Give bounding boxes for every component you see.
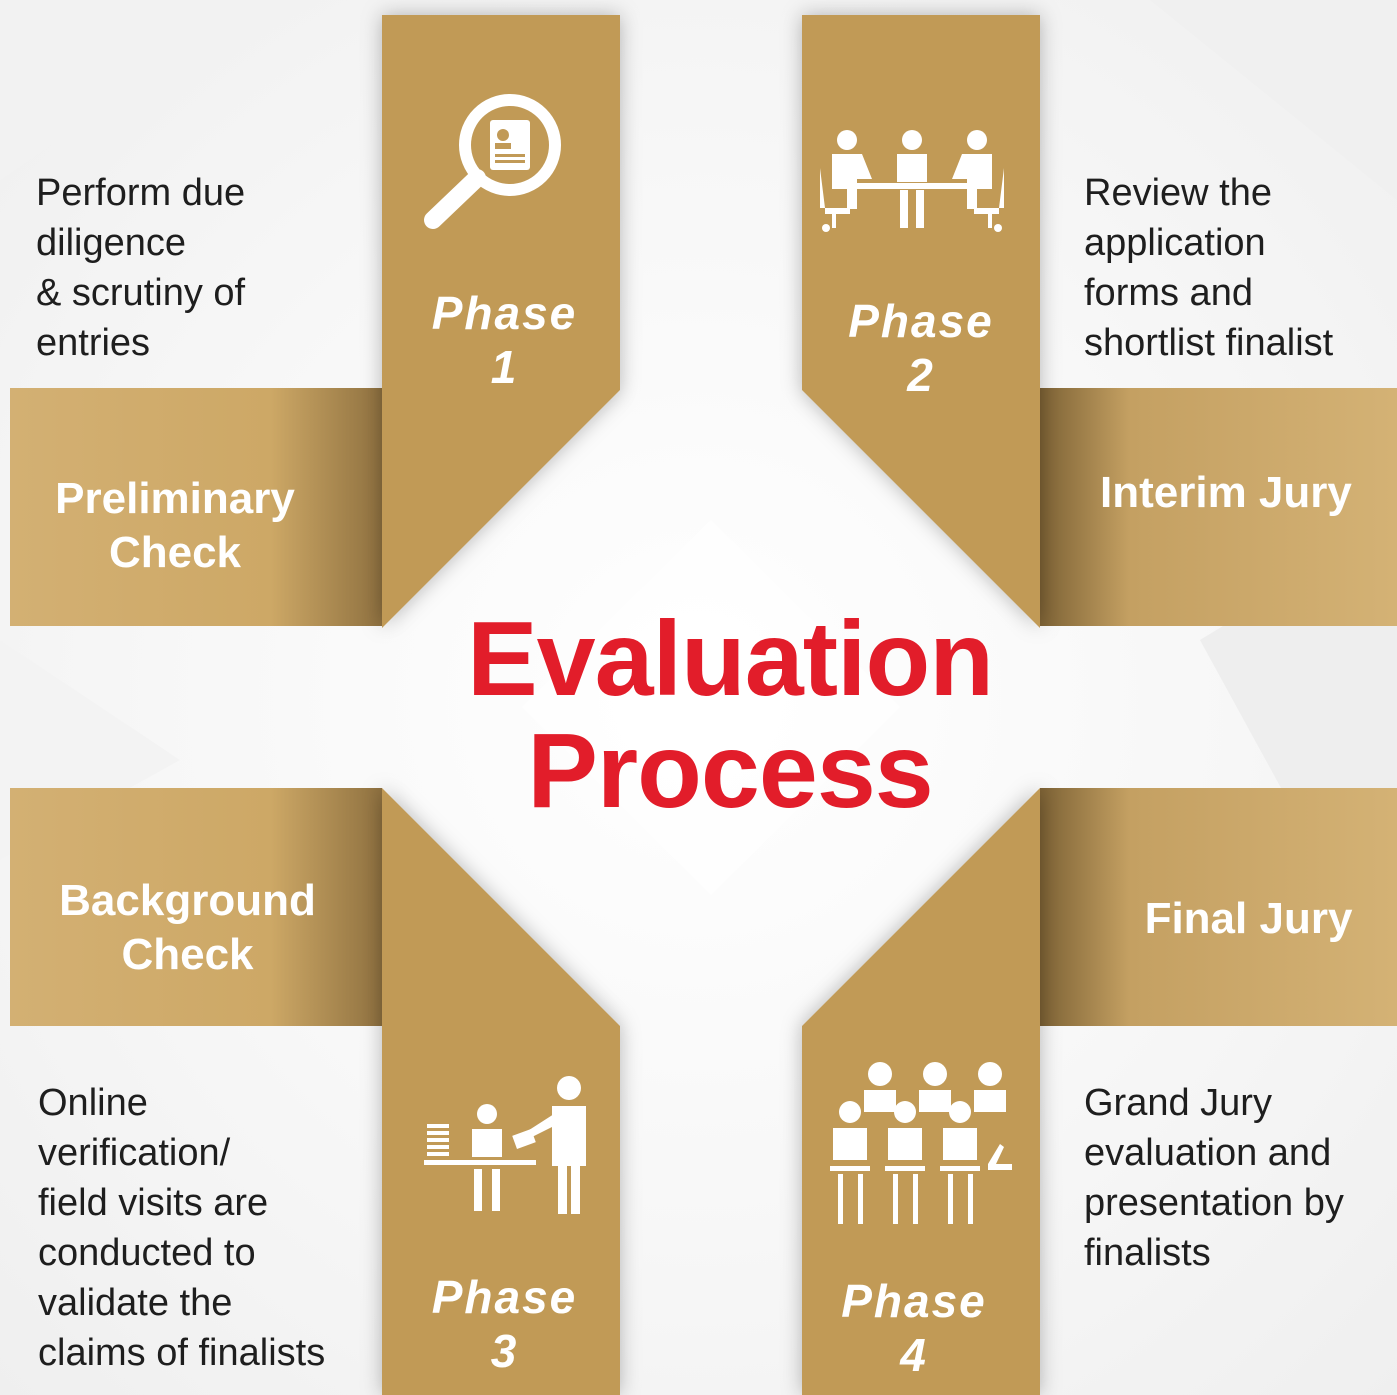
jury-panel-icon: [830, 1062, 1012, 1224]
phase-2-description: Review the application forms and shortli…: [1084, 172, 1334, 364]
band-phase-4: [1040, 788, 1397, 1026]
phase-4-label: Phase 4: [841, 1275, 987, 1381]
magnifier-document-icon: [424, 94, 561, 229]
stage-interim-jury: Interim Jury: [1100, 468, 1352, 517]
phase-4-description: Grand Jury evaluation and presentation b…: [1084, 1082, 1344, 1274]
page-title: Evaluation Process: [466, 600, 994, 830]
phase-3-description: Online verification/ field visits are co…: [38, 1082, 326, 1374]
stage-preliminary-check: Preliminary Check: [55, 474, 295, 577]
column-phase-1: [382, 15, 620, 628]
phase-2-label: Phase 2: [848, 295, 994, 401]
phase-1-description: Perform due diligence & scrutiny of entr…: [36, 172, 246, 364]
band-phase-3: [10, 788, 382, 1026]
stage-final-jury: Final Jury: [1144, 894, 1353, 943]
band-phase-2: [1040, 388, 1397, 626]
meeting-table-icon: [820, 130, 1004, 232]
phase-3-label: Phase 3: [431, 1271, 578, 1377]
phase-1-label: Phase 1: [431, 287, 578, 393]
band-phase-1: [10, 388, 382, 626]
verification-desk-icon: [424, 1076, 586, 1214]
stage-background-check: Background Check: [59, 876, 316, 979]
column-phase-3: [382, 788, 620, 1395]
